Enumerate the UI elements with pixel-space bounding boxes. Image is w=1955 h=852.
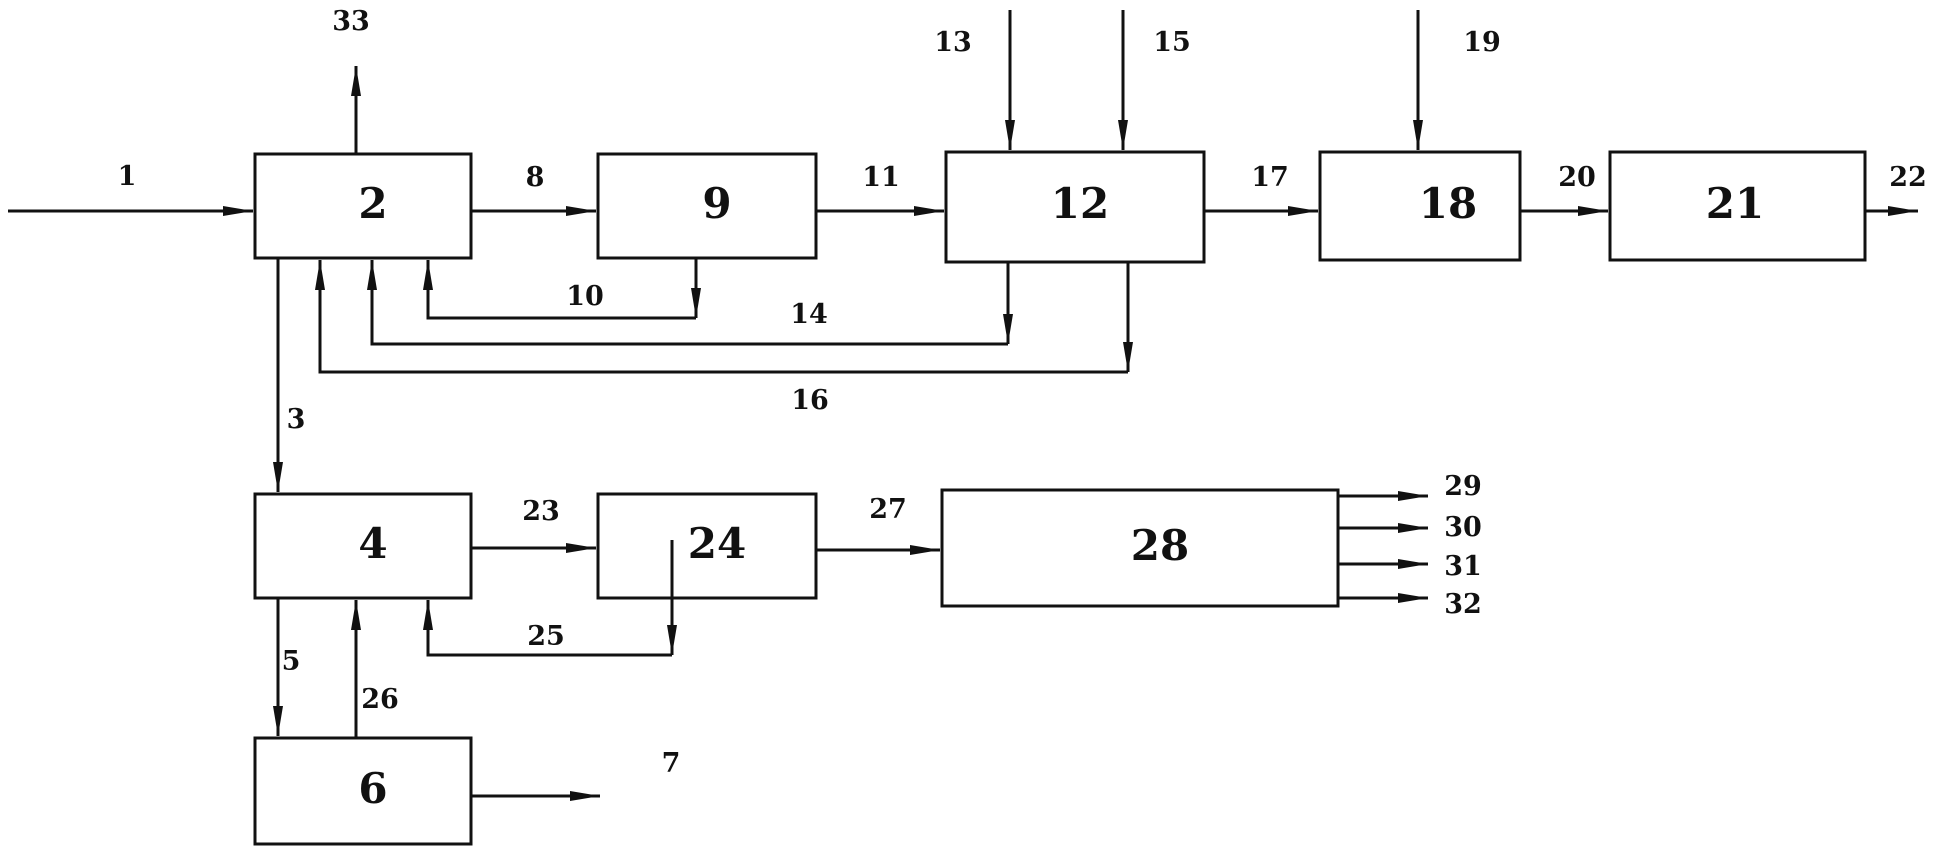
- block-21-label: 21: [1706, 179, 1764, 228]
- block-9: 9: [596, 152, 818, 260]
- stream-26-label: 26: [361, 684, 399, 715]
- stream-20-label: 20: [1558, 162, 1596, 193]
- block-12-label: 12: [1051, 179, 1109, 228]
- stream-16-label: 16: [791, 385, 829, 416]
- block-18-label: 18: [1419, 179, 1477, 228]
- stream-23-label: 23: [522, 496, 560, 527]
- stream-27-label: 27: [869, 494, 907, 525]
- block-4-label: 4: [358, 519, 387, 568]
- block-4: 4: [253, 492, 473, 600]
- block-2: 2: [253, 152, 473, 260]
- block-2-label: 2: [358, 179, 387, 228]
- block-28-label: 28: [1131, 521, 1189, 570]
- block-6: 6: [253, 736, 473, 846]
- stream-15-label: 15: [1153, 27, 1191, 58]
- block-21: 21: [1608, 150, 1867, 262]
- stream-25-return-arrow: [423, 600, 672, 657]
- stream-8-label: 8: [526, 162, 545, 193]
- stream-17-label: 17: [1251, 162, 1289, 193]
- stream-33-label: 33: [332, 6, 370, 37]
- stream-1-label: 1: [118, 161, 137, 192]
- block-18: 18: [1318, 150, 1522, 262]
- stream-29-label: 29: [1444, 471, 1482, 502]
- block-9-label: 9: [702, 179, 731, 228]
- block-24-label: 24: [688, 519, 746, 568]
- block-28: 28: [940, 488, 1340, 608]
- stream-5-label: 5: [282, 646, 301, 677]
- block-12: 12: [944, 150, 1206, 264]
- stream-30-label: 30: [1444, 512, 1482, 543]
- stream-32-label: 32: [1444, 589, 1482, 620]
- stream-13-label: 13: [934, 27, 972, 58]
- stream-10-label: 10: [566, 281, 604, 312]
- stream-14-return-arrow: [367, 260, 1008, 346]
- stream-31-label: 31: [1444, 551, 1482, 582]
- stream-19-label: 19: [1463, 27, 1501, 58]
- stream-22-label: 22: [1889, 162, 1927, 193]
- stream-10-return-arrow: [423, 260, 696, 320]
- stream-7-label: 7: [662, 748, 681, 779]
- stream-3-label: 3: [287, 404, 306, 435]
- stream-25-label: 25: [527, 621, 565, 652]
- block-24: 24: [596, 492, 818, 600]
- stream-16-return-arrow: [315, 260, 1128, 374]
- stream-14-label: 14: [790, 299, 828, 330]
- stream-11-label: 11: [862, 162, 900, 193]
- block-6-label: 6: [358, 764, 387, 813]
